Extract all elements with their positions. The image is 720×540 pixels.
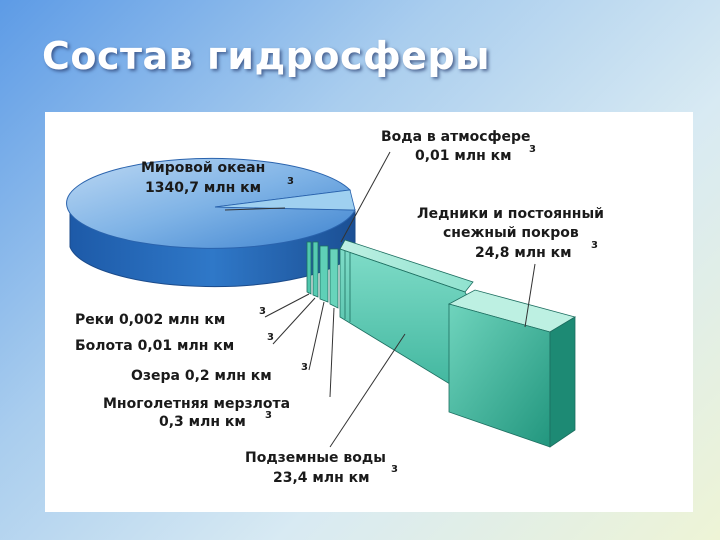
block-side [549,316,576,448]
label-permafrost-name: Многолетняя мерзлота [103,396,290,412]
thin-slices [306,241,339,309]
leader-ocean [224,207,286,211]
label-swamps-sup: 3 [267,332,274,343]
label-ocean-sup: 3 [287,176,294,187]
label-rivers: Реки 0,002 млн км [75,312,225,328]
label-glaciers-sup: 3 [591,240,598,251]
label-glaciers-line1: Ледники и постоянный [417,206,604,222]
label-permafrost-sup: 3 [265,410,272,421]
slice-permafrost [329,248,339,309]
label-glaciers-value: 24,8 млн км [475,245,572,261]
leader-swamps [272,297,316,345]
leader-groundwater [329,333,406,448]
label-atmosphere-sup: 3 [529,144,536,155]
label-ocean-name: Мировой океан [141,160,265,176]
ocean-pie-top [66,157,356,249]
leader-rivers [264,293,310,318]
diagram-panel: Мировой океан 1340,7 млн км 3 Вода в атм… [45,112,693,512]
ocean-pie [66,157,356,288]
label-permafrost-value: 0,3 млн км [159,414,246,430]
hydrosphere-diagram: Мировой океан 1340,7 млн км 3 Вода в атм… [66,129,604,486]
slice-swamps [312,241,319,298]
label-groundwater-name: Подземные воды [245,450,386,466]
slide-title: Состав гидросферы [42,34,491,78]
leader-glaciers [524,263,536,328]
label-lakes-sup: 3 [301,362,308,373]
glacier-block [447,289,577,448]
label-swamps: Болота 0,01 млн км [75,338,234,354]
leader-lakes [308,301,325,371]
slice-rivers [306,241,312,295]
labels: Мировой океан 1340,7 млн км 3 Вода в атм… [75,129,604,486]
label-atmosphere-name: Вода в атмосфере [381,129,530,145]
leader-lines [224,151,536,448]
leader-atmosphere [340,151,391,243]
label-glaciers-line2: снежный покров [443,225,579,241]
label-ocean-value: 1340,7 млн км [145,180,261,196]
label-groundwater-value: 23,4 млн км [273,470,370,486]
leader-permafrost [329,307,335,398]
slice-lakes [319,245,329,303]
label-rivers-sup: 3 [259,306,266,317]
label-groundwater-sup: 3 [391,464,398,475]
label-lakes: Озера 0,2 млн км [131,368,272,384]
label-atmosphere-value: 0,01 млн км [415,148,512,164]
